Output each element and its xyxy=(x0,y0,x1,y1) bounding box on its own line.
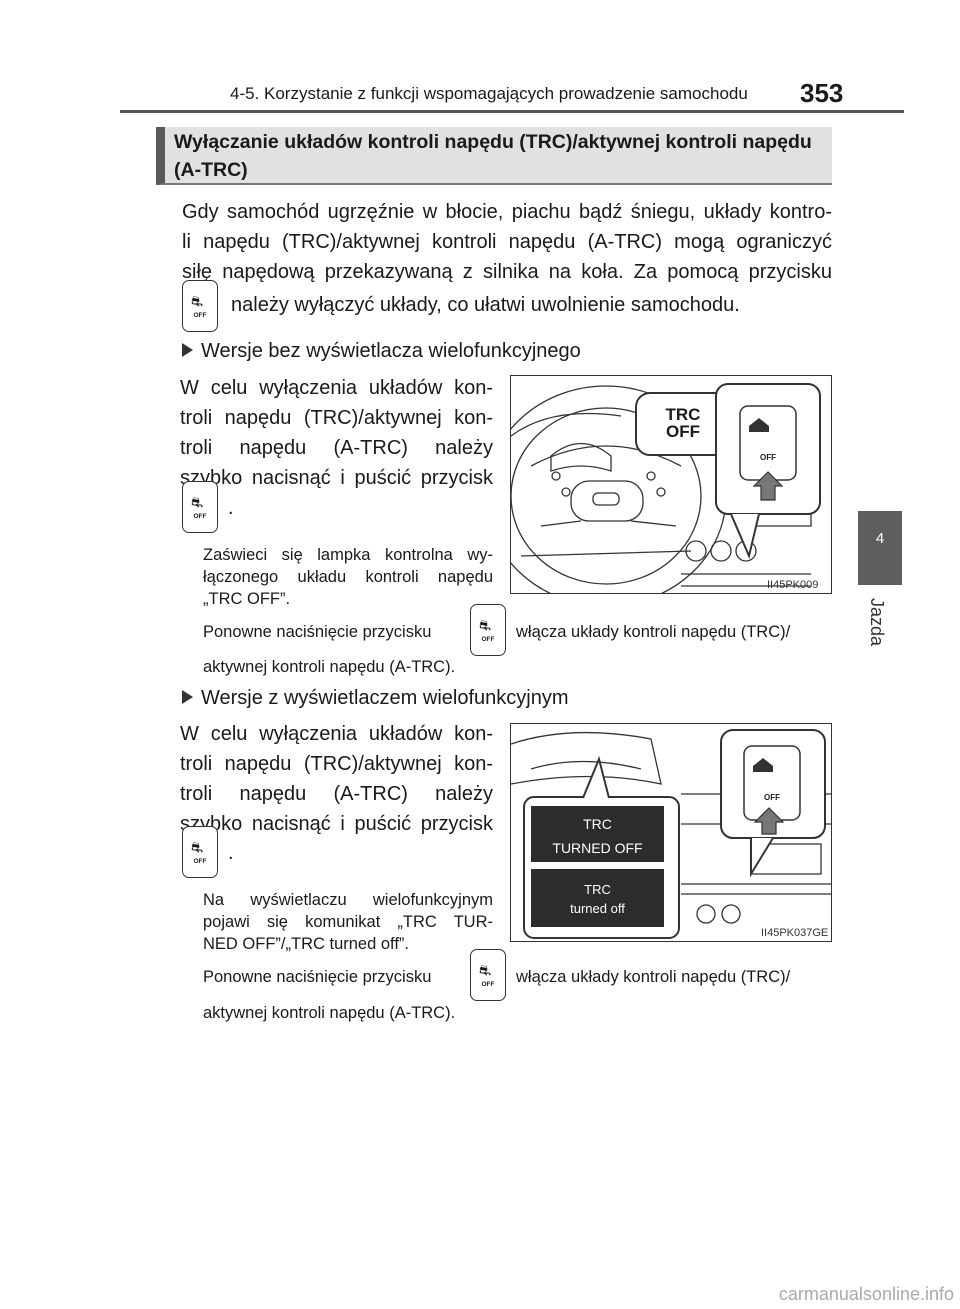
display2-line1: TRC xyxy=(584,882,611,897)
figure-dashboard-no-display: TRC OFF OFF II45PK009 xyxy=(510,375,832,594)
off-label: OFF xyxy=(193,513,207,520)
variant2-line: W celu wyłączenia układów kon- xyxy=(180,723,493,745)
chapter-side-tab xyxy=(858,511,902,585)
variant2-repress-before: Ponowne naciśnięcie przycisku xyxy=(203,968,432,986)
variant1-line: troli napędu (A-TRC) należy xyxy=(180,437,493,459)
variant2-note: Na wyświetlaczu wielofunkcyjnym pojawi s… xyxy=(203,889,493,955)
off-label: OFF xyxy=(193,312,207,319)
variant1-note-line: łączonego układu kontroli napędu xyxy=(203,568,493,586)
trc-off-button-icon: ⛐ OFF xyxy=(470,604,506,656)
intro-paragraph: Gdy samochód ugrzęźnie w błocie, piachu … xyxy=(182,197,832,287)
variant2-repress-line2: aktywnej kontroli napędu (A-TRC). xyxy=(203,1004,456,1022)
variant1-note: Zaświeci się lampka kontrolna wy- łączon… xyxy=(203,544,493,610)
variant2-line: troli napędu (TRC)/aktywnej kon- xyxy=(180,753,493,775)
variant2-paragraph: W celu wyłączenia układów kon- troli nap… xyxy=(180,719,493,839)
intro-line: Gdy samochód ugrzęźnie w błocie, piachu … xyxy=(182,201,832,223)
trc-off-button-icon: ⛐ OFF xyxy=(182,481,218,533)
variant1-repress-before: Ponowne naciśnięcie przycisku xyxy=(203,623,432,641)
variant1-repress-after: włącza układy kontroli napędu (TRC)/ xyxy=(516,623,791,641)
variant1-heading-text: Wersje bez wyświetlacza wielofunkcyjnego xyxy=(201,340,581,362)
variant1-paragraph: W celu wyłączenia układów kon- troli nap… xyxy=(180,373,493,493)
slip-car-icon: ⛐ xyxy=(479,962,492,978)
variant2-note-line: pojawi się komunikat „TRC TUR- xyxy=(203,913,493,931)
variant2-line: szybko nacisnąć i puścić przycisk xyxy=(180,813,493,835)
zoomed-button-label: OFF xyxy=(764,793,780,802)
display-message-uppercase: TRC TURNED OFF xyxy=(531,812,664,860)
bullet-arrow-icon xyxy=(182,343,193,357)
display1-line2: TURNED OFF xyxy=(552,840,643,856)
trc-off-button-icon: ⛐ OFF xyxy=(182,280,218,332)
variant2-repress-after: włącza układy kontroli napędu (TRC)/ xyxy=(516,968,791,986)
slip-car-icon: ⛐ xyxy=(479,617,492,633)
slip-car-icon: ⛐ xyxy=(191,839,204,855)
trc-off-button-icon: ⛐ OFF xyxy=(182,826,218,878)
dashboard-illustration xyxy=(511,383,821,593)
slip-car-icon: ⛐ xyxy=(191,494,204,510)
indicator-line1: TRC xyxy=(665,405,701,424)
variant1-period: . xyxy=(228,497,234,519)
off-label: OFF xyxy=(193,858,207,865)
variant2-note-line: Na wyświetlaczu wielofunkcyjnym xyxy=(203,891,493,909)
off-label: OFF xyxy=(481,981,495,988)
figure-dashboard-with-display: TRC TURNED OFF TRC turned off OFF II45PK… xyxy=(510,723,832,942)
off-label: OFF xyxy=(481,636,495,643)
chapter-side-label: Jazda xyxy=(867,598,887,647)
dashboard-illustration xyxy=(511,729,831,939)
variant2-period: . xyxy=(228,842,234,864)
chapter-side-number: 4 xyxy=(875,530,885,547)
variant1-repress-line2: aktywnej kontroli napędu (A-TRC). xyxy=(203,658,456,676)
section-title: Wyłączanie układów kontroli napędu (TRC)… xyxy=(174,131,812,181)
figure-code: II45PK037GE xyxy=(761,927,829,939)
page-number: 353 xyxy=(800,78,844,108)
intro-after-button: należy wyłączyć układy, co ułatwi uwolni… xyxy=(231,294,740,316)
watermark-url[interactable]: carmanualsonline.info xyxy=(778,1284,954,1304)
variant1-note-line: Zaświeci się lampka kontrolna wy- xyxy=(203,546,493,564)
variant2-heading-text: Wersje z wyświetlaczem wielofunkcyjnym xyxy=(201,687,569,709)
intro-line: li napędu (TRC)/aktywnej kontroli napędu… xyxy=(182,231,832,253)
intro-line: siłę napędową przekazywaną z silnika na … xyxy=(182,261,832,283)
indicator-line2: OFF xyxy=(666,422,700,441)
variant2-note-line: NED OFF”/„TRC turned off”. xyxy=(203,935,409,953)
variant1-note-line: „TRC OFF”. xyxy=(203,590,291,608)
display1-line1: TRC xyxy=(583,816,612,832)
trc-off-button-icon: ⛐ OFF xyxy=(470,949,506,1001)
trc-off-indicator: TRC OFF xyxy=(648,406,718,440)
zoomed-button-label: OFF xyxy=(760,453,776,462)
header-divider xyxy=(120,110,904,113)
slip-car-icon: ⛐ xyxy=(191,293,204,309)
display2-line2: turned off xyxy=(570,901,625,916)
chapter-title: 4-5. Korzystanie z funkcji wspomagającyc… xyxy=(230,84,748,103)
display-message-mixed: TRC turned off xyxy=(531,880,664,918)
variant2-line: troli napędu (A-TRC) należy xyxy=(180,783,493,805)
figure-code: II45PK009 xyxy=(767,579,819,591)
variant2-heading: Wersje z wyświetlaczem wielofunkcyjnym xyxy=(182,687,569,710)
variant1-line: szybko nacisnąć i puścić przycisk xyxy=(180,467,493,489)
variant1-heading: Wersje bez wyświetlacza wielofunkcyjnego xyxy=(182,340,581,363)
variant1-line: W celu wyłączenia układów kon- xyxy=(180,377,493,399)
section-title-box xyxy=(156,127,832,185)
bullet-arrow-icon xyxy=(182,690,193,704)
variant1-line: troli napędu (TRC)/aktywnej kon- xyxy=(180,407,493,429)
